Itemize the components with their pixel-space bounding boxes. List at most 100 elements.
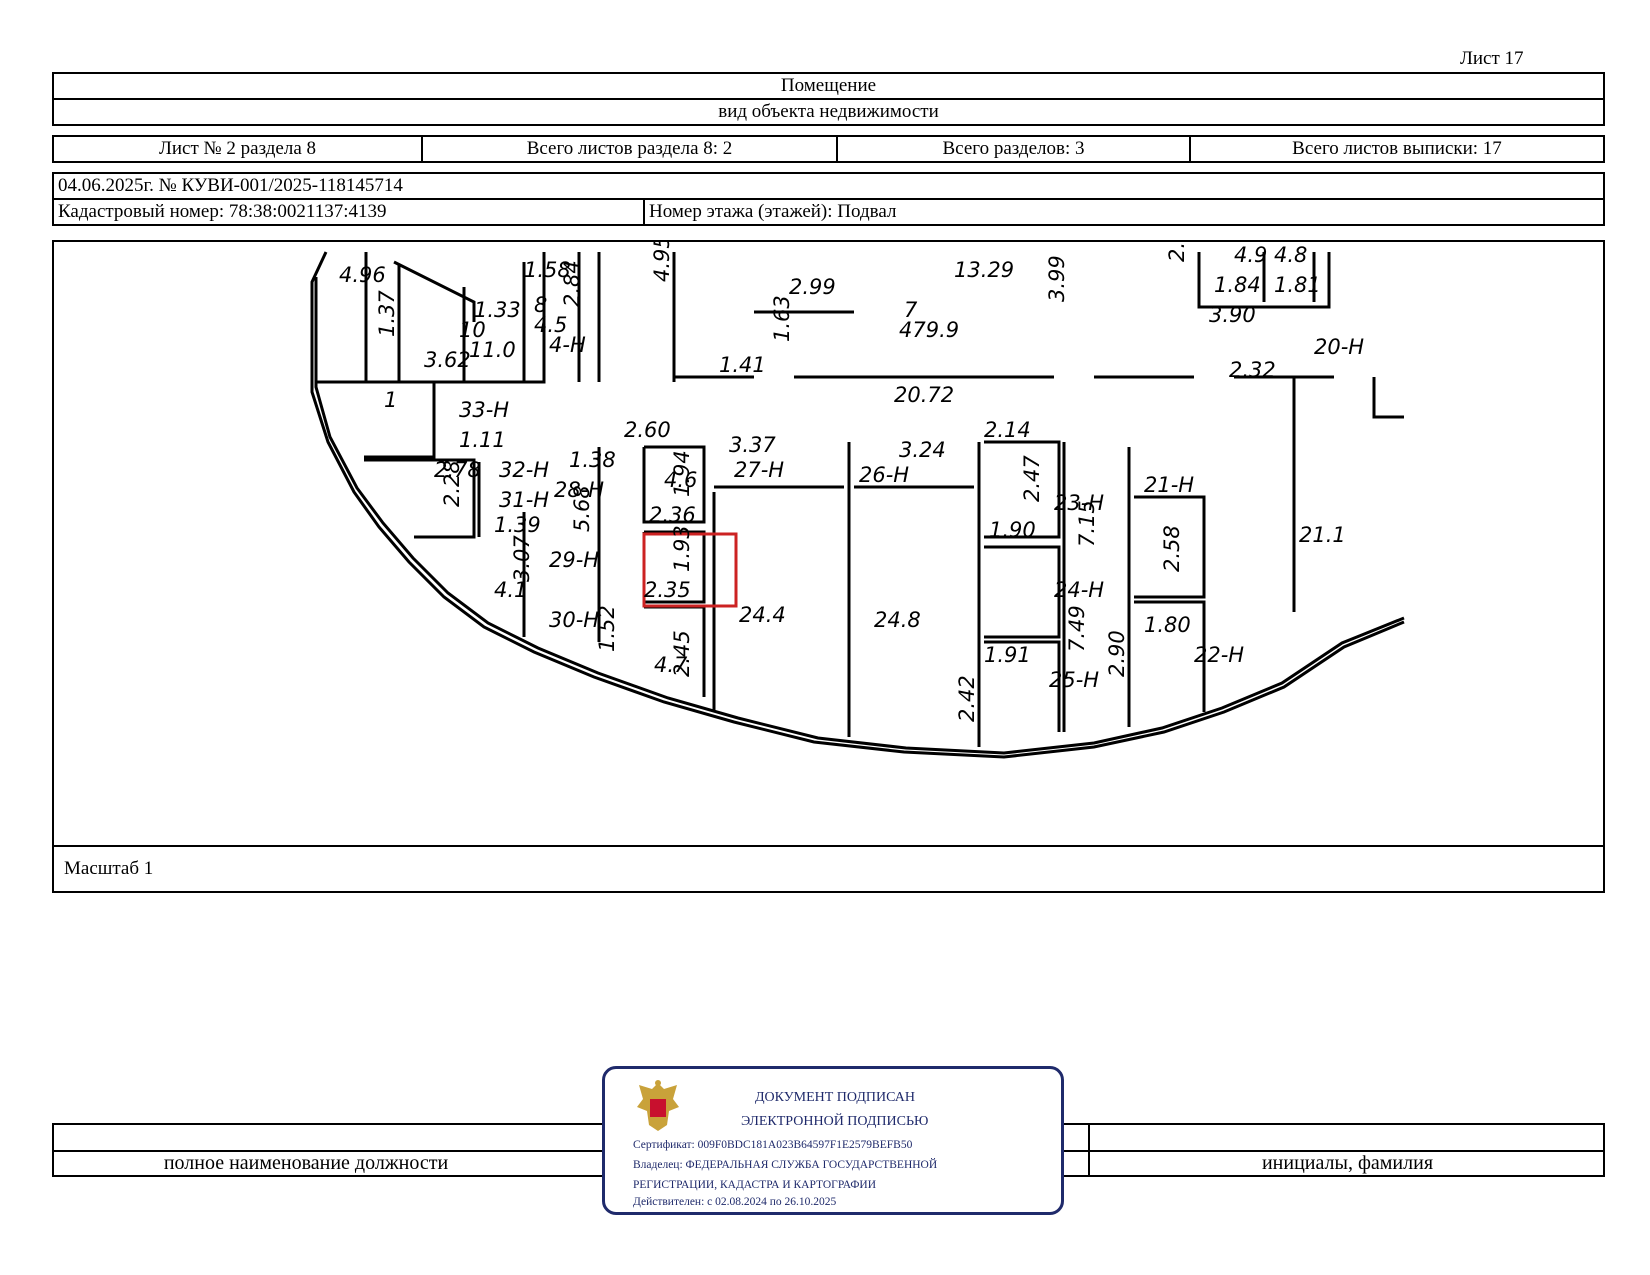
plan-label: 4-Н — [549, 333, 586, 357]
plan-label: 2.90 — [1105, 630, 1129, 677]
plan-label: 32-Н — [499, 458, 549, 482]
plan-label: 1.33 — [474, 298, 521, 322]
scale-label: Масштаб 1 — [64, 858, 154, 879]
position-caption: полное наименование должности — [163, 1152, 449, 1174]
stamp-owner-2: РЕГИСТРАЦИИ, КАДАСТРА И КАРТОГРАФИИ — [633, 1179, 877, 1191]
plan-label: 1.94 — [670, 450, 694, 497]
plan-label: 25-Н — [1049, 668, 1099, 692]
stamp-title-2: ЭЛЕКТРОННОЙ ПОДПИСЬЮ — [741, 1114, 929, 1129]
plan-label: 1 — [384, 388, 397, 412]
plan-label: 13.29 — [954, 258, 1014, 282]
plan-label: 2.28 — [440, 460, 464, 507]
plan-label: 7.15 — [1075, 500, 1099, 547]
plan-label: 2.14 — [984, 418, 1031, 442]
stamp-title-1: ДОКУМЕНТ ПОДПИСАН — [755, 1090, 915, 1105]
plan-label: 21.1 — [1299, 523, 1346, 547]
object-type-caption: вид объекта недвижимости — [718, 101, 939, 122]
total-sections: Всего разделов: 3 — [836, 137, 1189, 161]
plan-label: 2.32 — [1229, 358, 1276, 382]
plan-label: 27-Н — [734, 458, 784, 482]
plan-label: 1.58 — [524, 258, 571, 282]
plan-label: 3.99 — [1045, 255, 1069, 302]
plan-label: 1.37 — [375, 290, 399, 337]
plan-label: 1.91 — [984, 643, 1031, 667]
plan-label: 23-Н — [1054, 491, 1104, 515]
plan-label: 1.80 — [1144, 613, 1191, 637]
plan-label: 4.1 — [494, 578, 527, 602]
total-sheets-extract: Всего листов выписки: 17 — [1189, 137, 1603, 161]
emblem-icon — [637, 1080, 679, 1131]
floor-number: Номер этажа (этажей): Подвал — [643, 200, 1603, 224]
plan-label: 4.96 — [339, 263, 386, 287]
plan-label: 24.4 — [739, 603, 786, 627]
plan-label: 3.62 — [424, 348, 471, 372]
plan-label: 2.99 — [789, 275, 836, 299]
plan-label: 2.1 — [1165, 242, 1189, 262]
plan-label: 2.36 — [649, 503, 696, 527]
stamp-valid: Действителен: с 02.08.2024 по 26.10.2025 — [633, 1196, 837, 1208]
plan-label: 2.58 — [1160, 525, 1184, 572]
plan-label: 3.24 — [899, 438, 946, 462]
extract-number-row: 04.06.2025г. № КУВИ-001/2025-118145714 — [52, 172, 1605, 200]
scale-row: Масштаб 1 — [54, 845, 1603, 891]
plan-label: 24-Н — [1054, 578, 1104, 602]
plan-label: 2.45 — [670, 630, 694, 677]
plan-label: 7 — [904, 298, 918, 322]
plan-label: 4.6 — [664, 468, 697, 492]
stamp-certificate: Сертификат: 009F0BDC181A023B64597F1E2579… — [633, 1139, 913, 1151]
plan-label: 2.60 — [624, 418, 671, 442]
plan-label: 3.37 — [729, 433, 776, 457]
plan-label: 7.49 — [1065, 605, 1089, 652]
plan-label: 1.90 — [989, 518, 1036, 542]
plan-label: 1.39 — [494, 513, 541, 537]
plan-label: 10 — [459, 318, 486, 342]
plan-label: 29-Н — [549, 548, 599, 572]
plan-label: 28-Н — [554, 478, 604, 502]
plan-label: 4.95 — [650, 242, 674, 282]
plan-label: 21-Н — [1144, 473, 1194, 497]
plan-label: 2.47 — [1020, 455, 1044, 502]
total-sheets-section: Всего листов раздела 8: 2 — [421, 137, 836, 161]
sheet-info-row: Лист № 2 раздела 8 Всего листов раздела … — [52, 135, 1605, 163]
object-type-caption-row: вид объекта недвижимости — [52, 98, 1605, 126]
plan-label: 1.11 — [459, 428, 506, 452]
plan-label: 1.63 — [770, 295, 794, 342]
plan-label: 24.8 — [874, 608, 921, 632]
plan-label: 4.5 — [534, 313, 567, 337]
plan-label: 26-Н — [859, 463, 909, 487]
plan-label: 5.68 — [570, 485, 594, 532]
plan-label: 1.41 — [719, 353, 766, 377]
plan-label: 1.84 — [1214, 273, 1261, 297]
plan-label: 4.9 — [1234, 243, 1267, 267]
plan-label: 20-Н — [1314, 335, 1364, 359]
plan-label: 30-Н — [549, 608, 599, 632]
plan-label: 2.78 — [434, 458, 481, 482]
plan-label: 8 — [534, 293, 547, 317]
plan-label: 1.52 — [595, 605, 619, 652]
name-caption: инициалы, фамилия — [1261, 1152, 1434, 1174]
sheet-number: Лист 17 — [1460, 48, 1524, 69]
plan-label: 22-Н — [1194, 643, 1244, 667]
plan-label: 2.84 — [560, 260, 584, 307]
plan-label: 20.72 — [894, 383, 954, 407]
e-signature-stamp: ДОКУМЕНТ ПОДПИСАН ЭЛЕКТРОННОЙ ПОДПИСЬЮ С… — [602, 1066, 1064, 1215]
plan-label: 3.90 — [1209, 303, 1256, 327]
plan-label: 479.9 — [899, 318, 959, 342]
object-type: Помещение — [780, 75, 877, 96]
plan-label: 1.93 — [670, 525, 694, 572]
object-type-row: Помещение — [52, 72, 1605, 100]
cadastral-number: Кадастровый номер: 78:38:0021137:4139 — [58, 201, 387, 222]
sheet-of-section: Лист № 2 раздела 8 — [158, 138, 317, 159]
extract-date-number: 04.06.2025г. № КУВИ-001/2025-118145714 — [58, 175, 403, 196]
cadastral-row: Кадастровый номер: 78:38:0021137:4139 Но… — [52, 198, 1605, 226]
plan-label: 33-Н — [459, 398, 509, 422]
stamp-owner-1: Владелец: ФЕДЕРАЛЬНАЯ СЛУЖБА ГОСУДАРСТВЕ… — [633, 1159, 938, 1171]
plan-label: 2.35 — [644, 578, 691, 602]
plan-label: 31-Н — [499, 488, 549, 512]
plan-label: 11.0 — [469, 338, 516, 362]
plan-label: 2.42 — [955, 675, 979, 722]
plan-label: 3.07 — [510, 535, 534, 582]
plan-label: 1.81 — [1274, 273, 1321, 297]
